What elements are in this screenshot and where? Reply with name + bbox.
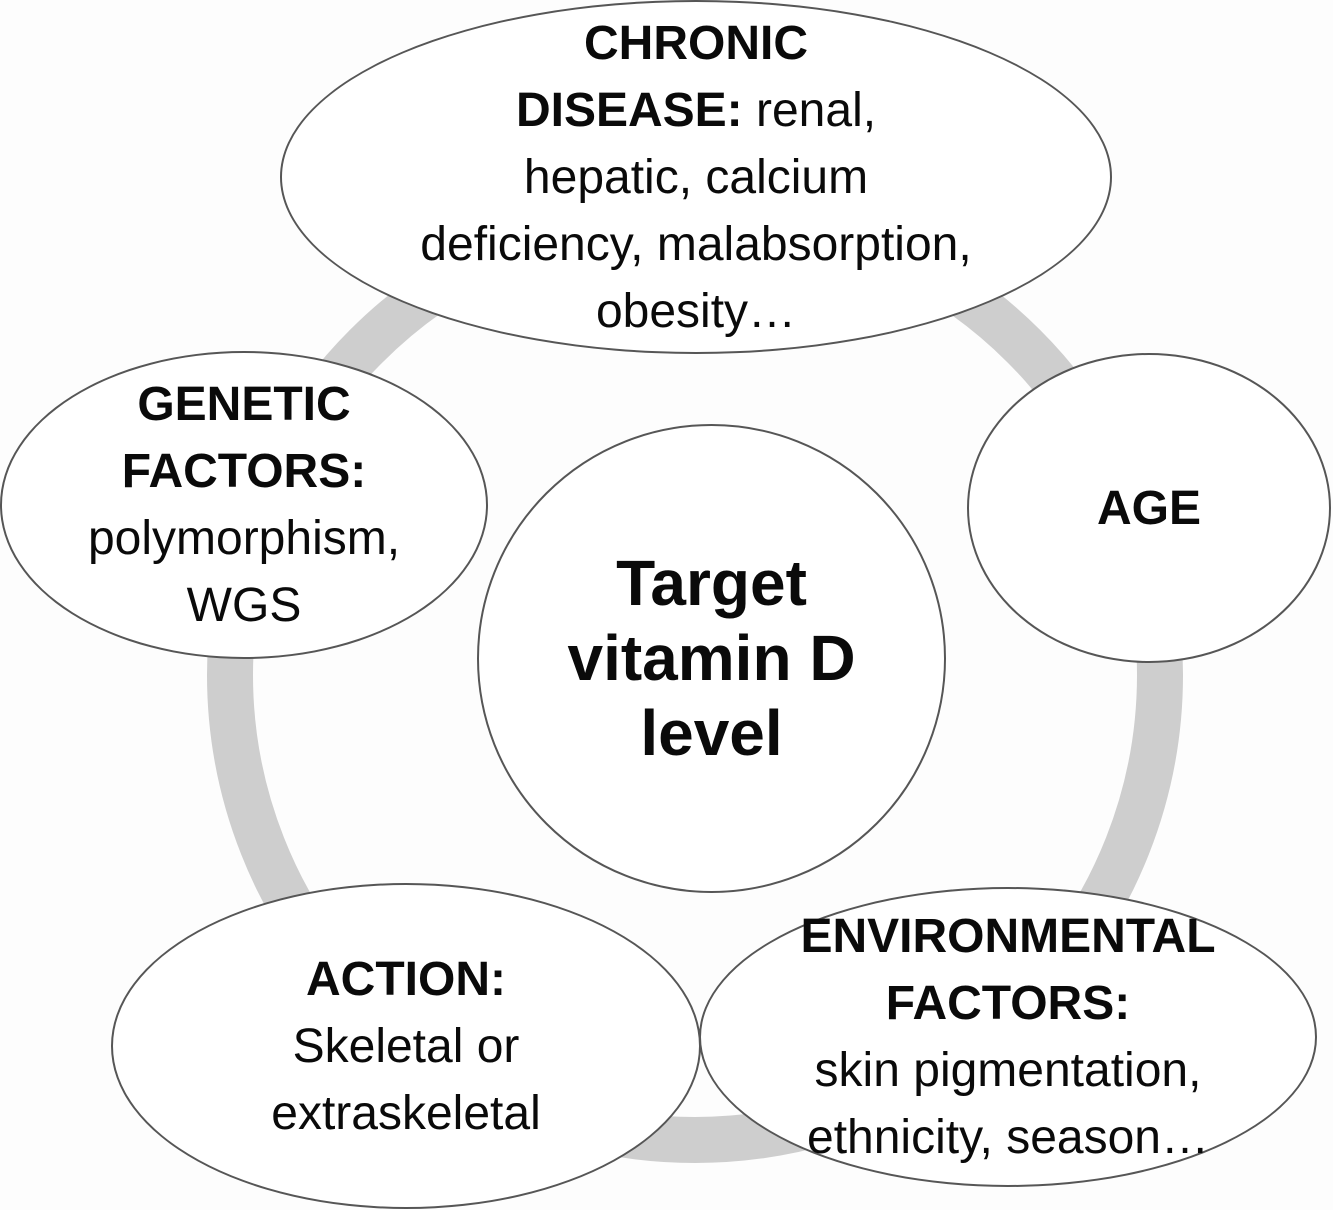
node-genetic-factors: GENETIC FACTORS: polymorphism, WGS — [0, 351, 488, 659]
node-target-vitamin-d-level: Target vitamin D level — [477, 424, 946, 893]
node-action: ACTION: Skeletal or extraskeletal — [111, 883, 701, 1209]
chronic-disease-title-2: DISEASE: — [515, 83, 743, 137]
node-text-line: ethnicity, season… — [807, 1111, 1209, 1164]
genetic-factors-title: GENETIC — [137, 378, 351, 431]
node-text-line: obesity… — [595, 284, 797, 338]
node-text-line: hepatic, calcium — [523, 150, 869, 204]
node-text-line: DISEASE: renal, — [516, 77, 876, 144]
node-text-line: extraskeletal — [271, 1086, 541, 1140]
center-text-line: Target — [616, 547, 807, 619]
node-text-line: deficiency, malabsorption, — [420, 217, 972, 271]
node-text-line: skin pigmentation, — [814, 1044, 1202, 1097]
chronic-disease-detail: renal, — [742, 83, 877, 137]
center-text-line: vitamin D — [567, 622, 856, 694]
environmental-factors-title-2: FACTORS: — [885, 977, 1131, 1030]
node-environmental-factors: ENVIRONMENTAL FACTORS: skin pigmentation… — [699, 887, 1317, 1187]
node-chronic-disease: CHRONIC DISEASE: renal, hepatic, calcium… — [280, 0, 1112, 354]
chronic-disease-title: CHRONIC — [584, 16, 808, 70]
node-age: AGE — [967, 353, 1331, 663]
genetic-factors-title-2: FACTORS: — [121, 445, 367, 498]
center-text-line: level — [640, 697, 783, 769]
age-title: AGE — [1096, 481, 1201, 535]
environmental-factors-title: ENVIRONMENTAL — [800, 910, 1216, 963]
node-text-line: WGS — [186, 579, 302, 632]
node-text-line: CHRONIC — [584, 10, 808, 77]
node-text-line: Skeletal or — [292, 1019, 520, 1073]
action-title: ACTION: — [306, 952, 506, 1006]
node-text-line: polymorphism, — [87, 512, 401, 565]
